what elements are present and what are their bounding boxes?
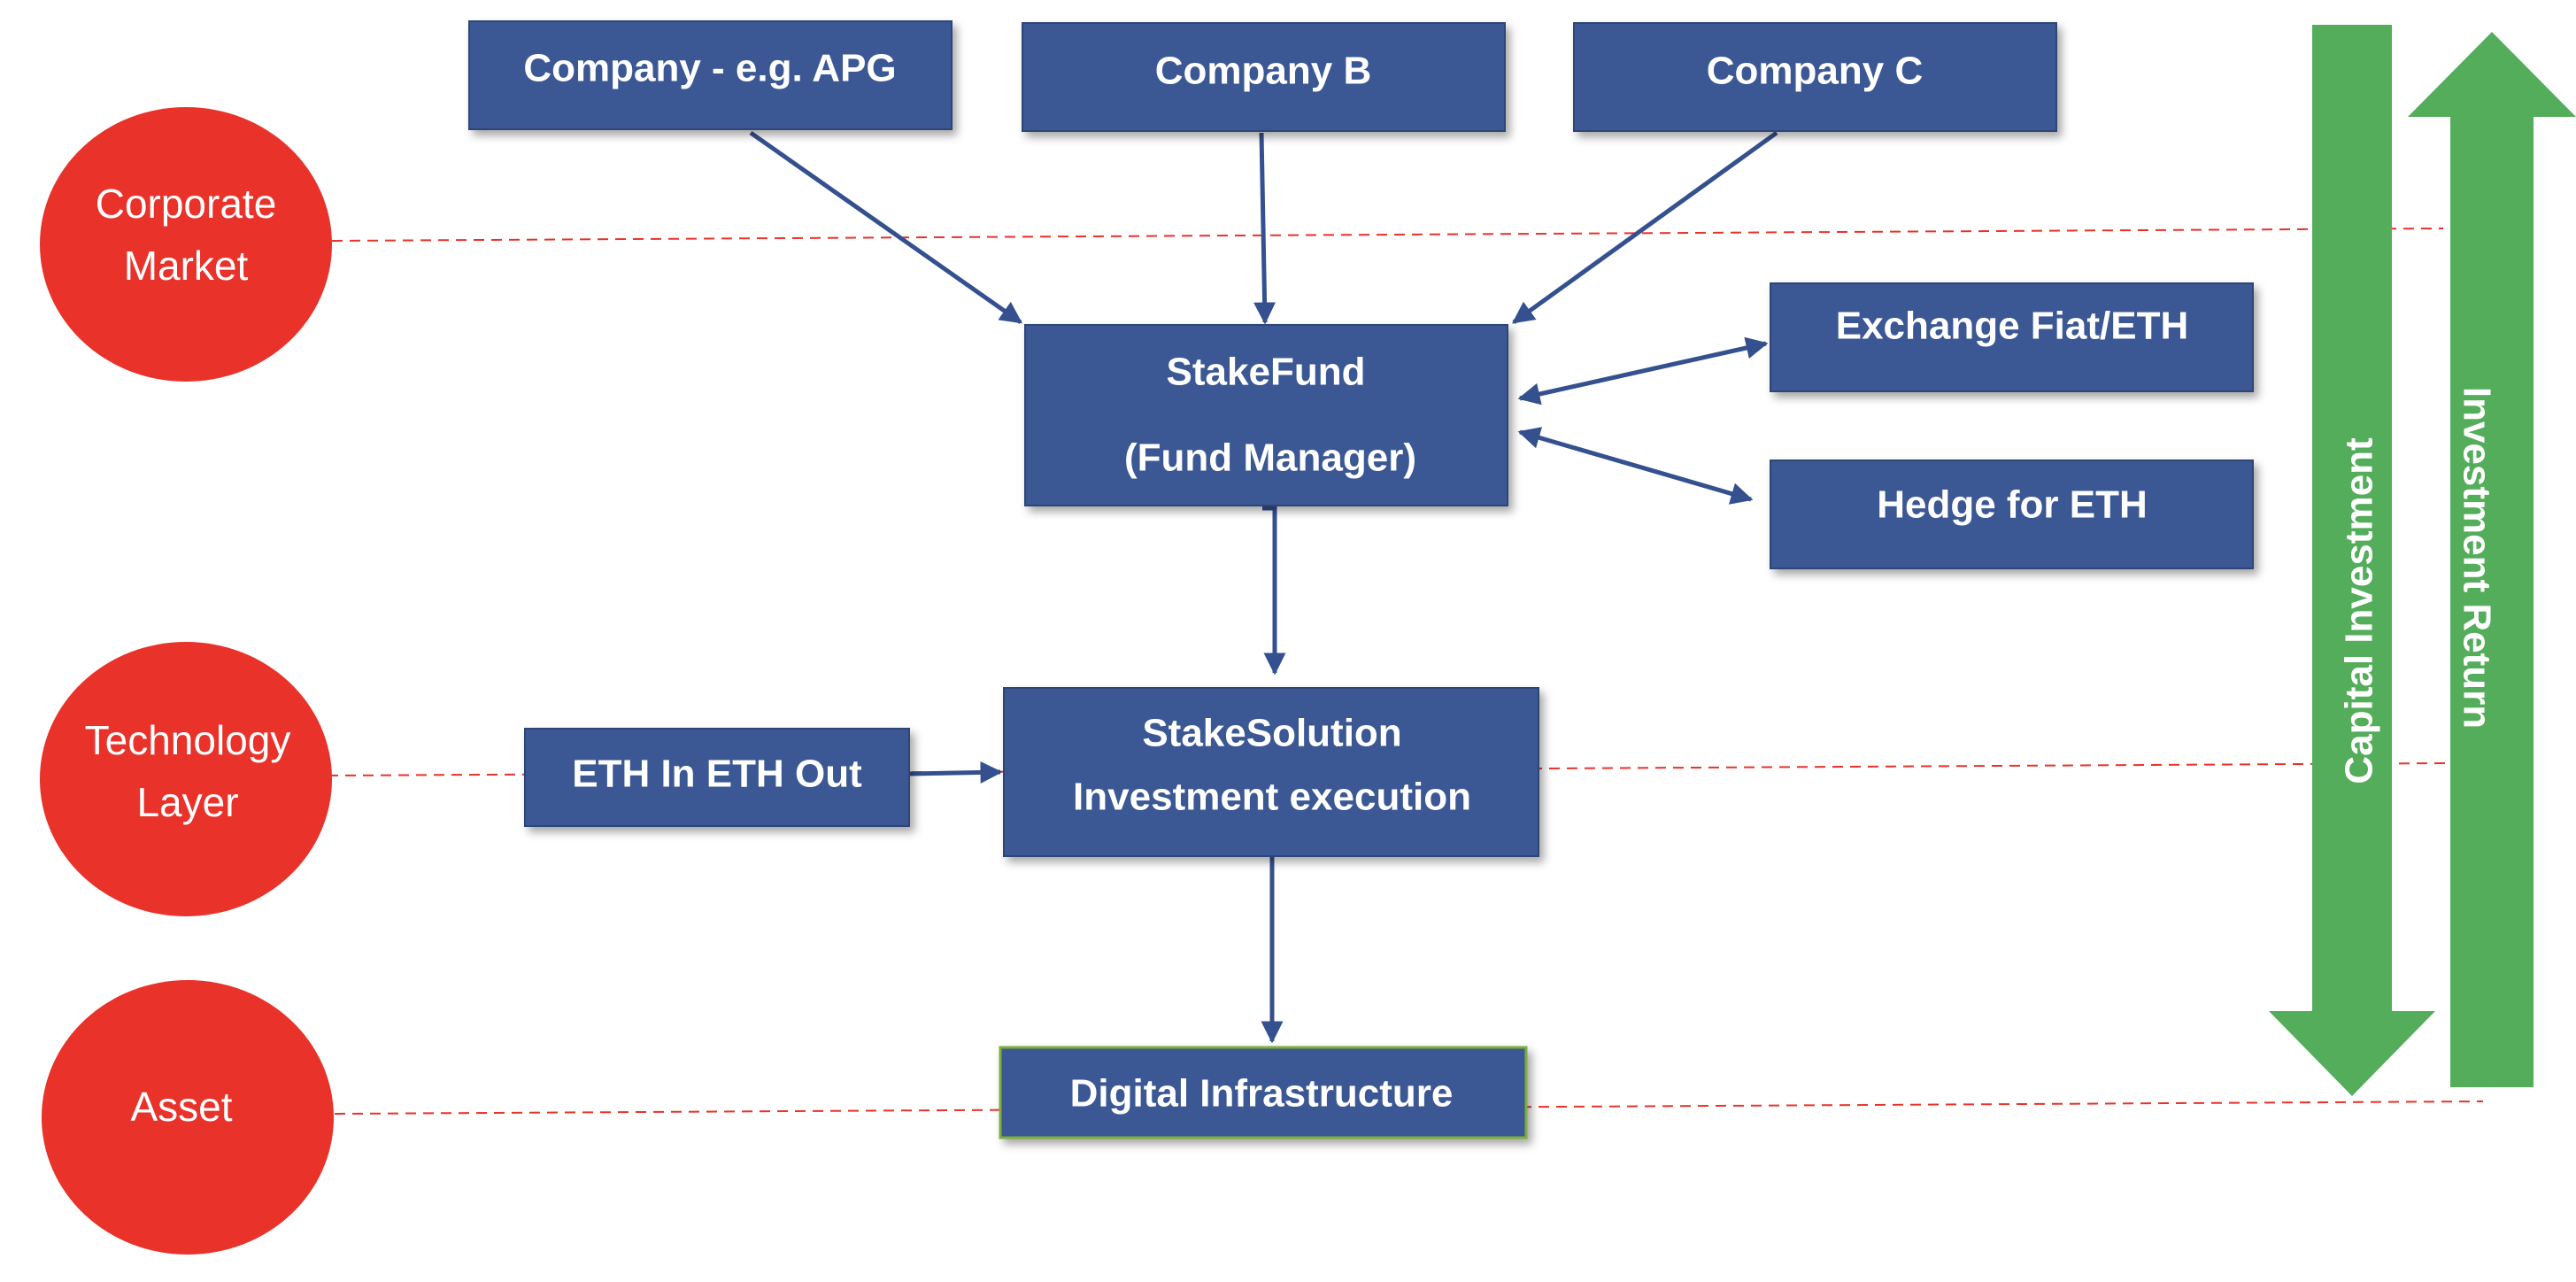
company-a-label: Company - e.g. APG bbox=[523, 47, 896, 90]
box-stakesolution: StakeSolution Investment execution bbox=[1003, 687, 1539, 857]
capital-investment-arrow: Capital Investment bbox=[2269, 25, 2435, 1096]
layer-circle-corporate-market: Corporate Market bbox=[40, 107, 332, 382]
layer-circle-asset: Asset bbox=[42, 980, 334, 1255]
layer-circle-technology-layer: Technology Layer bbox=[40, 642, 332, 916]
investment-return-label: Investment Return bbox=[2455, 387, 2498, 729]
arrow-company-c-to-stakefund bbox=[1511, 130, 1778, 325]
hedge-label: Hedge for ETH bbox=[1877, 483, 2148, 527]
arrow-company-b-to-stakefund bbox=[1253, 132, 1276, 325]
box-company-b: Company B bbox=[1022, 22, 1506, 132]
box-exchange-fiat-eth: Exchange Fiat/ETH bbox=[1770, 282, 2254, 392]
box-digital-infrastructure: Digital Infrastructure bbox=[999, 1046, 1528, 1139]
digital-infra-label: Digital Infrastructure bbox=[1070, 1072, 1454, 1116]
box-hedge-for-eth: Hedge for ETH bbox=[1770, 460, 2254, 569]
box-company-c: Company C bbox=[1573, 22, 2057, 132]
company-b-label: Company B bbox=[1155, 50, 1371, 93]
stakefund-label-line1: StakeFund bbox=[1167, 351, 1366, 394]
arrow-stakefund-exchange bbox=[1517, 336, 1769, 405]
arrow-stakefund-hedge bbox=[1517, 427, 1754, 505]
arrow-eth-io-to-stakesolution bbox=[909, 761, 1003, 784]
capital-investment-label: Capital Investment bbox=[2338, 437, 2381, 784]
stakefund-label-line2: (Fund Manager) bbox=[1124, 436, 1416, 480]
technology-label-line2: Layer bbox=[136, 779, 238, 825]
investment-return-arrow: Investment Return bbox=[2408, 32, 2576, 1087]
technology-label-line1: Technology bbox=[85, 717, 291, 763]
box-stakefund: StakeFund (Fund Manager) bbox=[1024, 324, 1508, 506]
corporate-label-line2: Market bbox=[124, 243, 249, 289]
corporate-label-line1: Corporate bbox=[96, 181, 277, 227]
exchange-label: Exchange Fiat/ETH bbox=[1836, 305, 2189, 348]
arrow-company-a-to-stakefund bbox=[749, 130, 1023, 325]
box-company-a: Company - e.g. APG bbox=[468, 20, 953, 130]
arrow-stakefund-to-stakesolution bbox=[1262, 506, 1286, 676]
asset-layer-line bbox=[334, 1101, 2484, 1115]
eth-io-label: ETH In ETH Out bbox=[572, 753, 862, 796]
corporate-layer-line bbox=[331, 228, 2444, 242]
asset-label: Asset bbox=[130, 1084, 232, 1130]
stakesolution-label-line1: StakeSolution bbox=[1142, 712, 1401, 755]
stakesolution-label-line2: Investment execution bbox=[1073, 776, 1471, 819]
box-eth-in-eth-out: ETH In ETH Out bbox=[524, 728, 910, 827]
company-c-label: Company C bbox=[1707, 50, 1923, 93]
